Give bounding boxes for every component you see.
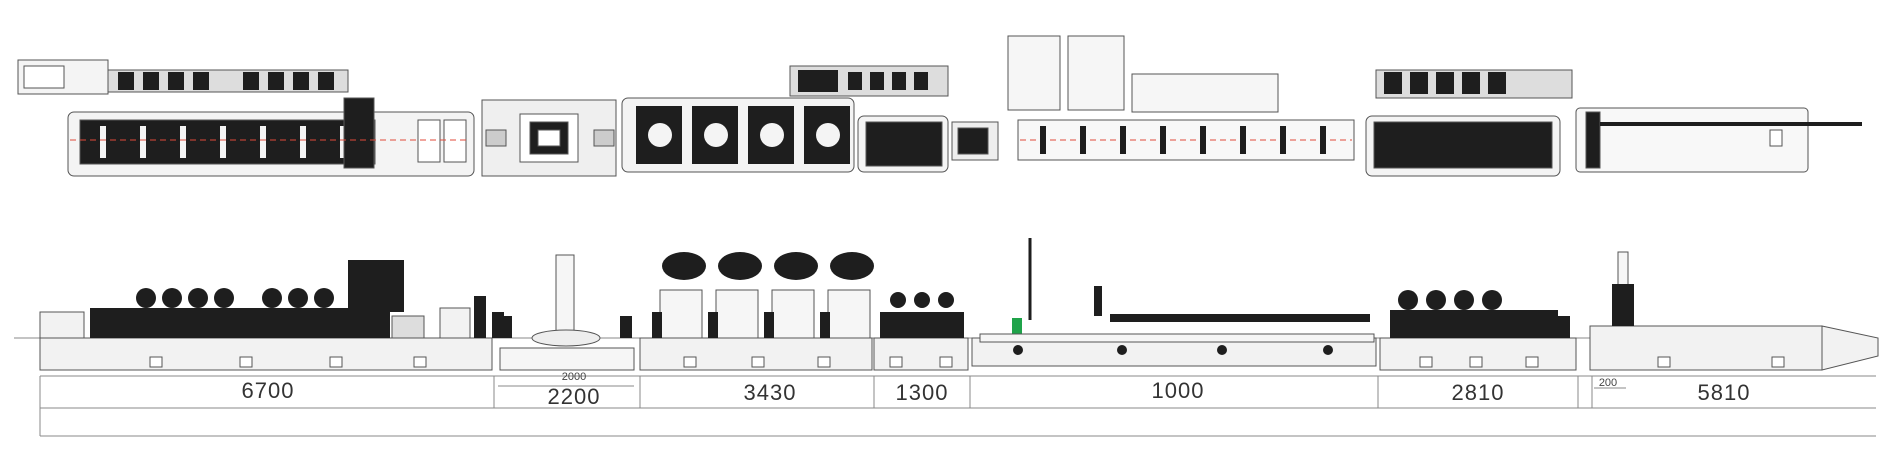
dim-6700: 6700 [242, 378, 295, 403]
top-cutoff [951, 35, 1355, 161]
side-forming-stands [90, 260, 504, 339]
sensor-indicator [1012, 318, 1022, 338]
dim-2000: 2000 [562, 371, 586, 383]
dimension-lines [39, 375, 1876, 437]
top-sizing-stands [621, 65, 949, 173]
top-runout-table [1575, 107, 1862, 173]
side-view [14, 238, 1879, 371]
side-welder [499, 254, 635, 371]
dim-5810: 5810 [1698, 380, 1751, 405]
side-runout-table [1612, 251, 1634, 327]
side-cutoff [979, 238, 1375, 355]
top-welder [481, 99, 617, 177]
dim-2810: 2810 [1452, 380, 1505, 405]
side-finishing-stands [1390, 290, 1570, 338]
dim-3430: 3430 [744, 380, 797, 405]
dim-1300: 1300 [896, 380, 949, 405]
top-view [17, 35, 1862, 177]
dim-200: 200 [1599, 377, 1617, 389]
top-forming-mill [17, 59, 475, 177]
side-sizing-stands [652, 252, 964, 339]
dim-1000: 1000 [1152, 378, 1205, 403]
top-finishing-stands [1365, 69, 1573, 177]
dimension-labels: 6700 2000 2200 3430 1300 1000 2810 200 5… [242, 371, 1751, 409]
floor-markers [149, 356, 1785, 368]
dim-2200: 2200 [548, 384, 601, 409]
